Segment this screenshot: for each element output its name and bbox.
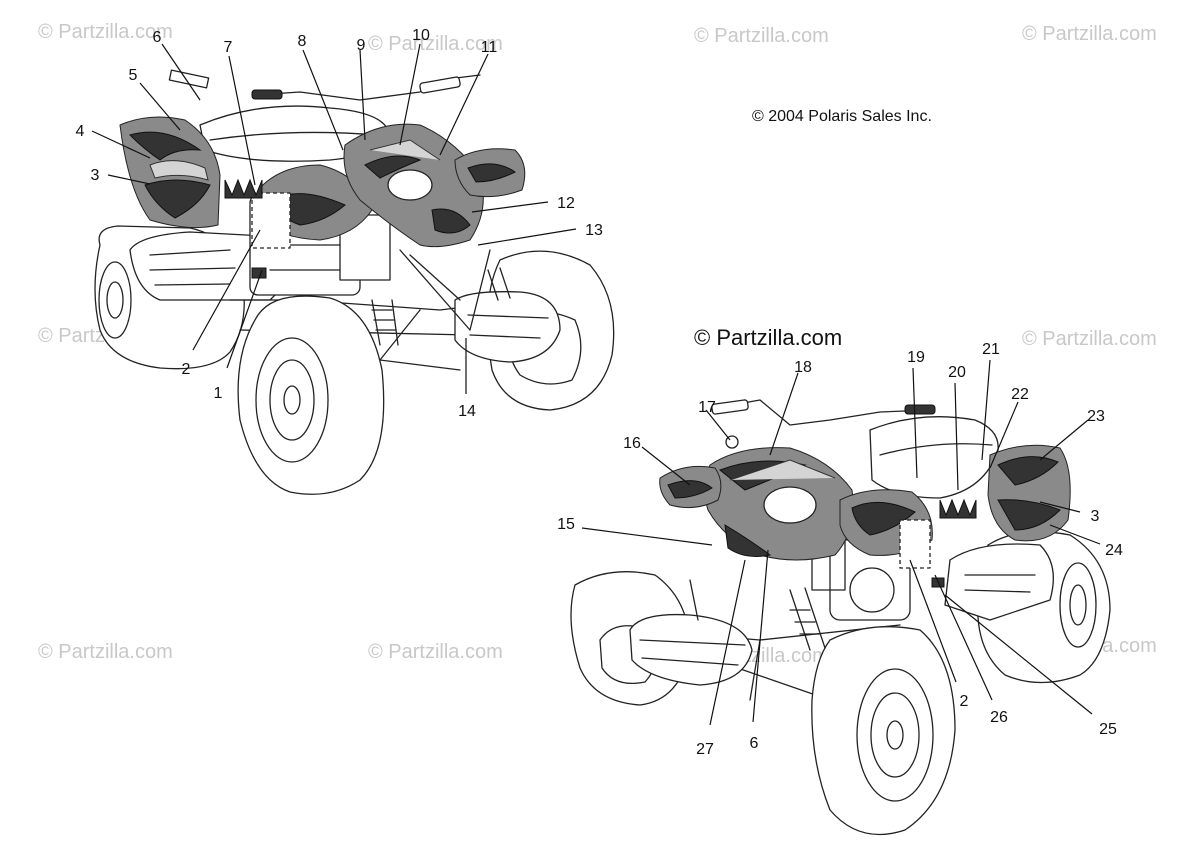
watermark-emphasis: © Partzilla.com xyxy=(694,325,842,350)
callout-label: 27 xyxy=(696,741,714,758)
copyright-notice: © 2004 Polaris Sales Inc. xyxy=(752,108,932,125)
watermark: © Partzilla.com xyxy=(1022,328,1157,350)
callout-label: 8 xyxy=(298,33,307,50)
callout-label: 16 xyxy=(623,435,641,452)
watermark: © Partzilla.com xyxy=(38,21,173,43)
callouts-atv-front: 15 16 17 18 19 20 21 22 23 3 24 25 26 2 … xyxy=(557,341,1123,758)
callout-label: 26 xyxy=(990,709,1008,726)
callout-label: 3 xyxy=(1091,508,1100,525)
callout-label: 19 xyxy=(907,349,925,366)
callout-label: 11 xyxy=(481,39,498,56)
callout-label: 9 xyxy=(357,37,366,54)
callout-label: 10 xyxy=(412,27,430,44)
watermark: © Partzilla.com xyxy=(1022,23,1157,45)
callout-label: 4 xyxy=(76,123,85,140)
atv-front-view xyxy=(570,399,1111,836)
callouts-atv-rear: 1 2 3 4 5 6 7 8 9 10 11 12 13 14 xyxy=(76,27,603,420)
callout-label: 21 xyxy=(982,341,1000,358)
callout-label: 1 xyxy=(214,385,223,402)
watermark: © Partzilla.com xyxy=(38,641,173,663)
callout-label: 3 xyxy=(91,167,100,184)
callout-label: 2 xyxy=(182,361,191,378)
callout-label: 7 xyxy=(224,39,233,56)
watermark: © Partzilla.com xyxy=(368,33,503,55)
callout-label: 6 xyxy=(750,735,759,752)
callout-label: 17 xyxy=(698,399,716,416)
callout-label: 24 xyxy=(1105,542,1123,559)
callout-label: 22 xyxy=(1011,386,1029,403)
callout-label: 25 xyxy=(1099,721,1117,738)
callout-label: 2 xyxy=(960,693,969,710)
callout-label: 20 xyxy=(948,364,966,381)
callout-label: 5 xyxy=(129,67,138,84)
watermark: © Partzilla.com xyxy=(694,25,829,47)
callout-label: 14 xyxy=(458,403,476,420)
watermark: © Partzilla.com xyxy=(368,641,503,663)
callout-label: 18 xyxy=(794,359,812,376)
callout-label: 12 xyxy=(557,195,575,212)
atv-rear-view xyxy=(94,69,615,495)
callout-label: 6 xyxy=(153,29,162,46)
callout-label: 15 xyxy=(557,516,575,533)
callout-label: 23 xyxy=(1087,408,1105,425)
callout-label: 13 xyxy=(585,222,603,239)
